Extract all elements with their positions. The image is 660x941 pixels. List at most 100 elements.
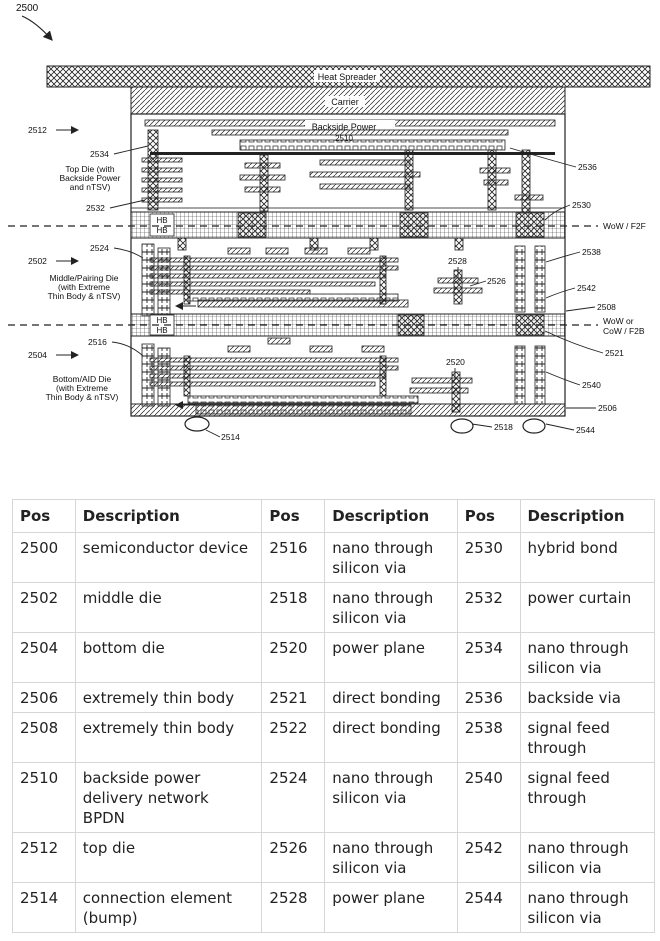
ref-2514: 2514 [205, 429, 240, 442]
pos-cell: 2516 [261, 532, 326, 583]
ref-2502: 2502 [28, 256, 79, 266]
pos-cell: 2544 [456, 882, 521, 933]
ref-2540: 2540 [545, 371, 601, 390]
description-cell: hybrid bond [519, 532, 655, 583]
pos-cell: 2510 [12, 762, 76, 833]
svg-text:2508: 2508 [597, 302, 616, 312]
svg-text:Thin Body & nTSV): Thin Body & nTSV) [46, 392, 119, 402]
pos-cell: 2521 [261, 682, 326, 713]
f2b-label-2: CoW / F2B [603, 326, 645, 336]
description-cell: bottom die [74, 632, 263, 683]
svg-text:2538: 2538 [582, 247, 601, 257]
ref-2538: 2538 [545, 247, 601, 263]
ref-2528: 2528 [448, 256, 467, 278]
pos-cell: 2522 [261, 712, 326, 763]
column-header: Pos [261, 499, 326, 533]
ref-2504: 2504 [28, 350, 79, 360]
ref-2530: 2530 [544, 200, 591, 221]
figure-pointer-arrow [21, 15, 53, 41]
pos-cell: 2518 [261, 582, 326, 633]
f2b-label-1: WoW or [603, 316, 634, 326]
description-cell: extremely thin body [74, 682, 263, 713]
description-cell: connection element (bump) [74, 882, 263, 933]
ref-2534: 2534 [90, 145, 149, 159]
backside-power-layer: Backside Power 2510 [144, 119, 556, 155]
svg-text:2524: 2524 [90, 243, 109, 253]
description-cell: backside via [519, 682, 655, 713]
pos-cell: 2540 [456, 762, 521, 833]
description-cell: middle die [74, 582, 263, 633]
column-header: Description [324, 499, 458, 533]
ref-2526: 2526 [469, 276, 506, 287]
hb-label-4: HB [156, 326, 167, 335]
svg-text:2516: 2516 [88, 337, 107, 347]
svg-text:Top Die (with: Top Die (with [65, 164, 114, 174]
pos-cell: 2504 [12, 632, 76, 683]
svg-text:2544: 2544 [576, 425, 595, 435]
svg-text:2532: 2532 [86, 203, 105, 213]
bottom-die-label: Bottom/AID Die (with Extreme Thin Body &… [46, 374, 119, 402]
ref-2524: 2524 [90, 243, 144, 259]
pos-cell: 2524 [261, 762, 326, 833]
ref-2512: 2512 [28, 125, 79, 135]
connection-bumps [184, 416, 546, 434]
svg-text:Middle/Pairing Die: Middle/Pairing Die [50, 273, 119, 283]
carrier: Carrier [130, 86, 566, 115]
ref-2521: 2521 [544, 330, 624, 358]
description-cell: top die [74, 832, 263, 883]
backside-power-label: Backside Power [312, 122, 377, 132]
die-stack-outline [130, 113, 566, 417]
ref-2536: 2536 [509, 147, 597, 172]
svg-text:2526: 2526 [487, 276, 506, 286]
bottom-die [130, 337, 566, 417]
figure-number: 2500 [16, 3, 39, 14]
svg-text:2502: 2502 [28, 256, 47, 266]
heat-spreader: Heat Spreader [46, 65, 651, 88]
pos-cell: 2500 [12, 532, 76, 583]
description-cell: power curtain [519, 582, 655, 633]
top-die [130, 113, 566, 213]
pos-cell: 2538 [456, 712, 521, 763]
bond-layer-f2f: HB HB [130, 211, 566, 239]
column-header: Description [74, 499, 263, 533]
svg-text:2534: 2534 [90, 149, 109, 159]
description-cell: nano through silicon via [519, 882, 655, 933]
svg-text:2520: 2520 [446, 357, 465, 367]
svg-text:2518: 2518 [494, 422, 513, 432]
hb-label-3: HB [156, 316, 167, 325]
description-cell: power plane [324, 882, 458, 933]
svg-text:2536: 2536 [578, 162, 597, 172]
svg-text:2542: 2542 [577, 283, 596, 293]
description-cell: direct bonding [324, 682, 458, 713]
svg-text:Backside Power: Backside Power [60, 173, 121, 183]
column-header: Description [519, 499, 655, 533]
ref-2508: 2508 [565, 302, 616, 312]
ref-2544: 2544 [545, 423, 595, 435]
description-cell: nano through silicon via [324, 762, 458, 833]
svg-text:Bottom/AID Die: Bottom/AID Die [53, 374, 112, 384]
description-cell: extremely thin body [74, 712, 263, 763]
hb-label-1: HB [156, 216, 167, 225]
description-cell: signal feed through [519, 762, 655, 833]
svg-text:2540: 2540 [582, 380, 601, 390]
pos-cell: 2530 [456, 532, 521, 583]
svg-text:2514: 2514 [221, 432, 240, 442]
svg-text:Thin Body & nTSV): Thin Body & nTSV) [48, 291, 121, 301]
ref-2506: 2506 [566, 403, 617, 413]
ref-2516: 2516 [88, 337, 144, 357]
pos-cell: 2506 [12, 682, 76, 713]
pos-cell: 2502 [12, 582, 76, 633]
pos-cell: 2520 [261, 632, 326, 683]
pos-cell: 2528 [261, 882, 326, 933]
description-cell: power plane [324, 632, 458, 683]
ref-2532: 2532 [86, 199, 146, 213]
pos-cell: 2526 [261, 832, 326, 883]
column-header: Pos [12, 499, 76, 533]
